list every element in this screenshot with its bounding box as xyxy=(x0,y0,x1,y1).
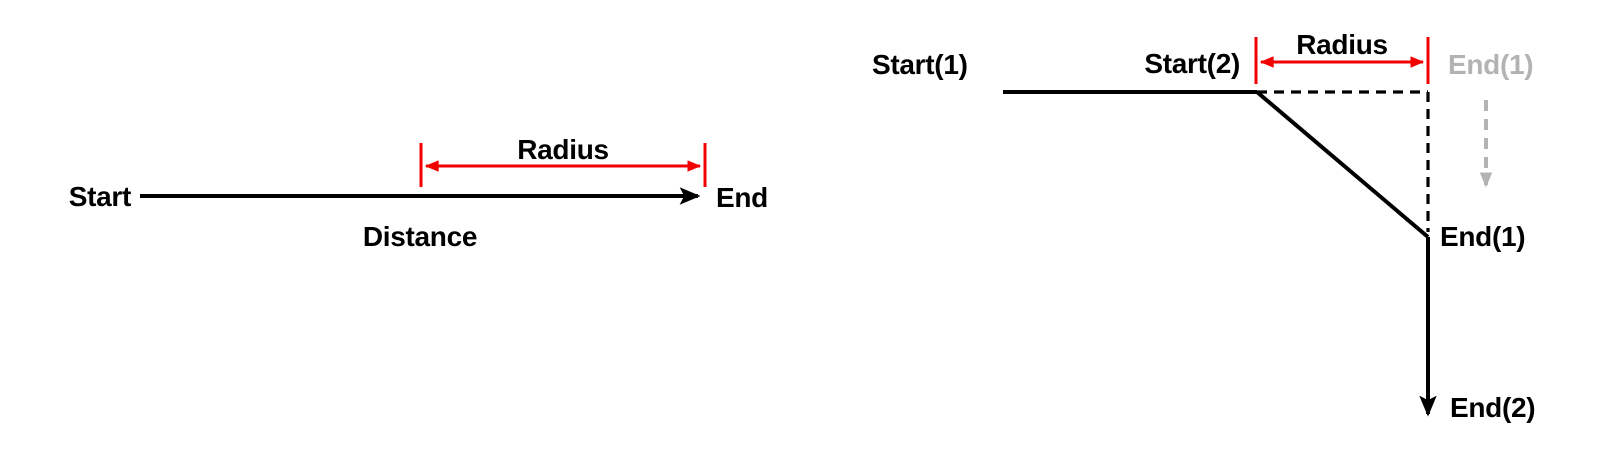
end1-label: End(1) xyxy=(1440,221,1525,252)
radius-applied-diagram: Start(1) Start(2) Radius End(1) End(1) E… xyxy=(872,29,1536,423)
start-label: Start xyxy=(69,181,131,212)
radius-label: Radius xyxy=(517,134,609,165)
end1-ghost-label: End(1) xyxy=(1448,49,1533,80)
end2-label: End(2) xyxy=(1450,392,1535,423)
start2-label: Start(2) xyxy=(1144,48,1240,79)
end-label: End xyxy=(716,182,768,213)
path-segment-diagonal xyxy=(1255,90,1430,239)
distance-diagram: Start End Radius Distance xyxy=(69,134,769,252)
start1-label: Start(1) xyxy=(872,49,968,80)
distance-label: Distance xyxy=(363,221,477,252)
radius-label: Radius xyxy=(1296,29,1388,60)
